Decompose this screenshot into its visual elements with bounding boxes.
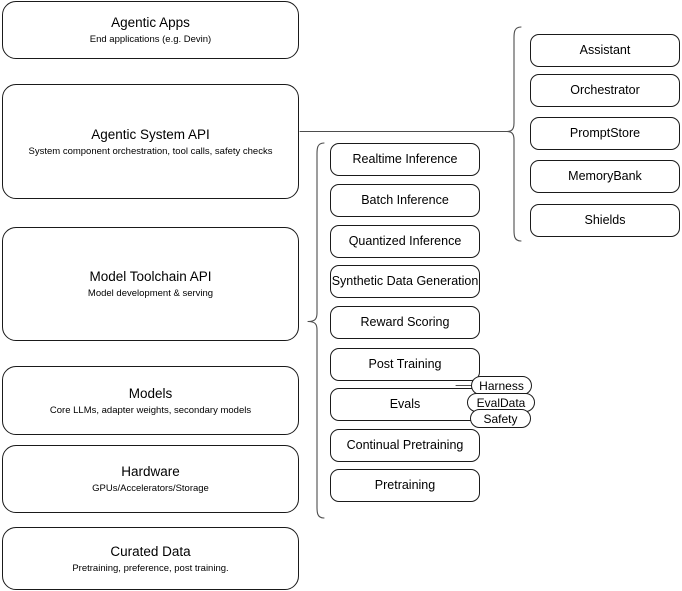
- evals-subitem-harness[interactable]: Harness: [471, 376, 532, 395]
- agentic-item-assistant[interactable]: Assistant: [530, 34, 680, 67]
- layer-subtitle: Core LLMs, adapter weights, secondary mo…: [49, 404, 252, 416]
- toolchain-item-label: Continual Pretraining: [346, 438, 464, 452]
- agentic-item-memorybank[interactable]: MemoryBank: [530, 160, 680, 193]
- layer-subtitle: GPUs/Accelerators/Storage: [92, 483, 209, 494]
- toolchain-item-post-training[interactable]: Post Training: [330, 348, 480, 381]
- toolchain-item-label: Realtime Inference: [352, 152, 458, 166]
- toolchain-item-evals[interactable]: Evals: [330, 388, 480, 421]
- layer-title: Model Toolchain API: [89, 269, 212, 284]
- layer-agentic-apps[interactable]: Agentic Apps End applications (e.g. Devi…: [2, 1, 299, 59]
- toolchain-item-label: Reward Scoring: [360, 315, 450, 329]
- layer-agentic-system-api[interactable]: Agentic System API System component orch…: [2, 84, 299, 199]
- agentic-item-label: Assistant: [579, 43, 631, 57]
- toolchain-item-reward-scoring[interactable]: Reward Scoring: [330, 306, 480, 339]
- agentic-brace: [506, 26, 522, 242]
- layer-title: Hardware: [121, 464, 180, 479]
- evals-subitem-safety[interactable]: Safety: [470, 409, 531, 428]
- agentic-item-label: PromptStore: [569, 126, 641, 140]
- layer-title: Agentic System API: [91, 126, 210, 142]
- toolchain-item-label: Post Training: [368, 357, 442, 371]
- layer-models[interactable]: Models Core LLMs, adapter weights, secon…: [2, 366, 299, 435]
- layer-curated-data[interactable]: Curated Data Pretraining, preference, po…: [2, 527, 299, 590]
- agentic-item-orchestrator[interactable]: Orchestrator: [530, 74, 680, 107]
- layer-subtitle: Pretraining, preference, post training.: [72, 562, 229, 574]
- toolchain-item-quantized-inference[interactable]: Quantized Inference: [330, 225, 480, 258]
- toolchain-item-label: Quantized Inference: [348, 234, 462, 248]
- toolchain-item-batch-inference[interactable]: Batch Inference: [330, 184, 480, 217]
- layer-subtitle: System component orchestration, tool cal…: [28, 145, 273, 157]
- toolchain-item-continual-pretraining[interactable]: Continual Pretraining: [330, 429, 480, 462]
- agentic-item-promptstore[interactable]: PromptStore: [530, 117, 680, 150]
- agentic-item-label: MemoryBank: [568, 169, 642, 183]
- toolchain-item-label: Synthetic Data Generation: [331, 274, 479, 288]
- layer-model-toolchain-api[interactable]: Model Toolchain API Model development & …: [2, 227, 299, 341]
- toolchain-item-label: Pretraining: [374, 478, 436, 492]
- layer-hardware[interactable]: Hardware GPUs/Accelerators/Storage: [2, 445, 299, 513]
- toolchain-item-realtime-inference[interactable]: Realtime Inference: [330, 143, 480, 176]
- agentic-item-label: Shields: [584, 213, 626, 227]
- evals-subitem-evaldata[interactable]: EvalData: [467, 393, 535, 412]
- layer-title: Agentic Apps: [111, 15, 190, 30]
- toolchain-item-pretraining[interactable]: Pretraining: [330, 469, 480, 502]
- toolchain-brace: [307, 142, 325, 519]
- layer-title: Curated Data: [110, 543, 191, 559]
- agentic-item-label: Orchestrator: [570, 83, 640, 97]
- layer-subtitle: End applications (e.g. Devin): [89, 34, 212, 45]
- toolchain-item-label: Batch Inference: [361, 193, 449, 207]
- layer-subtitle: Model development & serving: [87, 288, 214, 299]
- agentic-item-shields[interactable]: Shields: [530, 204, 680, 237]
- toolchain-item-label: Evals: [389, 397, 421, 411]
- layer-title: Models: [128, 385, 173, 401]
- toolchain-item-synthetic-data-generation[interactable]: Synthetic Data Generation: [330, 265, 480, 298]
